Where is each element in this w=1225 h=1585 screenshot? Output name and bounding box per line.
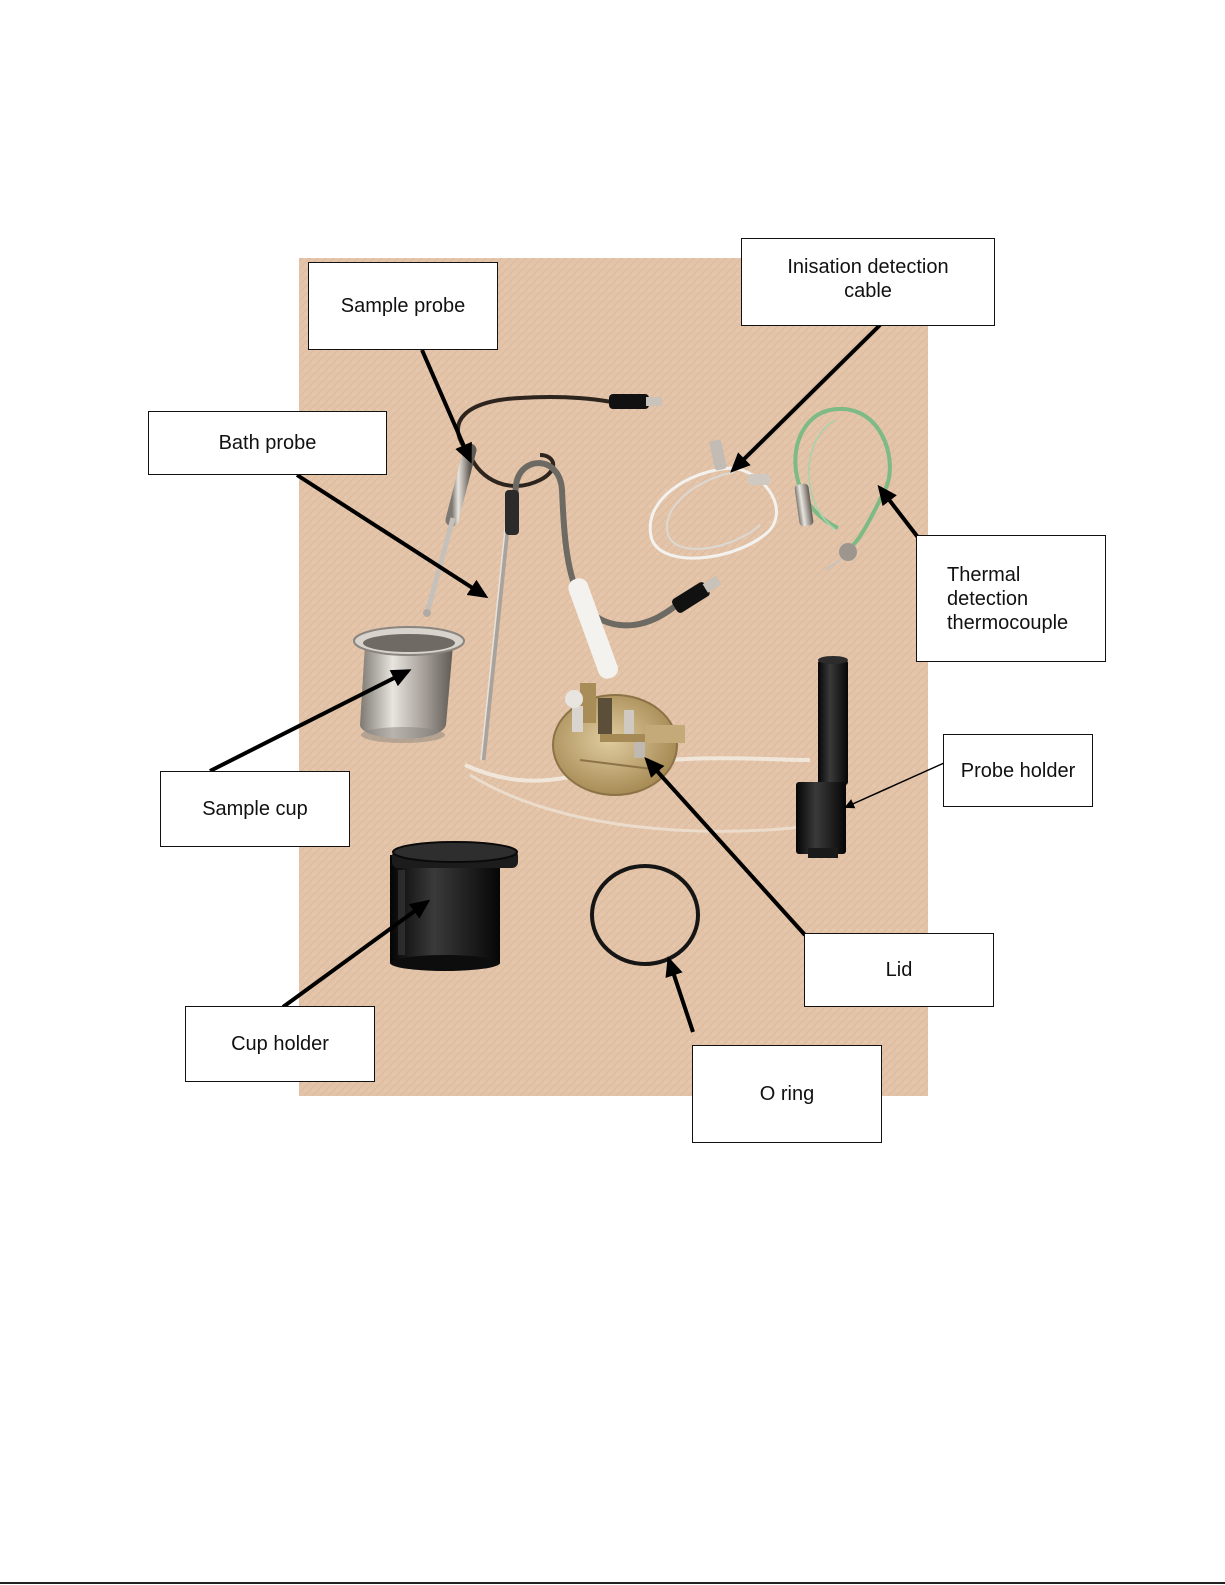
o-ring-label: O ring [760, 1082, 814, 1106]
callout-lid: Lid [804, 933, 994, 1007]
callout-probe-holder: Probe holder [943, 734, 1093, 807]
cup-holder [390, 842, 518, 971]
page-bottom-rule [0, 1582, 1225, 1584]
callout-sample-cup: Sample cup [160, 771, 350, 847]
thermocouple-label-line1: Thermal [947, 563, 1020, 587]
callout-o-ring: O ring [692, 1045, 882, 1143]
ionisation-cable-label-line2: cable [844, 279, 892, 303]
sample-cup-label: Sample cup [202, 797, 308, 821]
thermocouple-label-line2: detection [947, 587, 1028, 611]
callout-sample-probe: Sample probe [308, 262, 498, 350]
callout-cup-holder: Cup holder [185, 1006, 375, 1082]
callout-thermocouple: Thermal detection thermocouple [916, 535, 1106, 662]
thermocouple-label-line3: thermocouple [947, 611, 1068, 635]
lid-label: Lid [886, 958, 913, 982]
ionisation-cable-label-line1: Inisation detection [787, 255, 948, 279]
callout-bath-probe: Bath probe [148, 411, 387, 475]
cup-holder-label: Cup holder [231, 1032, 329, 1056]
callout-ionisation-cable: Inisation detection cable [741, 238, 995, 326]
sample-probe-label: Sample probe [341, 294, 466, 318]
bath-probe-label: Bath probe [219, 431, 317, 455]
probe-holder-label: Probe holder [961, 759, 1076, 783]
